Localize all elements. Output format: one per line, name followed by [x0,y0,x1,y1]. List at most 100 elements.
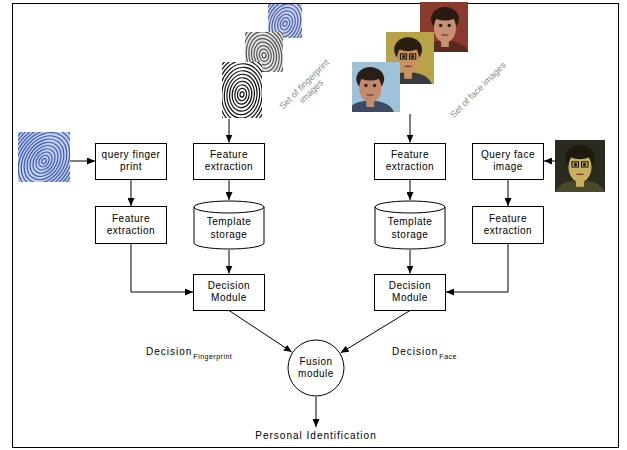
node-text: Feature extraction [477,213,539,238]
fingerprint-ridge [222,62,262,118]
connector-arrow [229,180,230,201]
fingerprint-ridge [237,88,247,101]
mouth [405,66,412,67]
process-box: query finger print [95,143,167,180]
process-box: Feature extraction [374,143,446,180]
fingerprint-ridge [18,132,70,182]
fingerprint-ridge [225,73,258,116]
node-text: Feature extraction [379,149,441,174]
fingerprint-ridge [222,62,262,118]
cylinder-body [375,201,445,249]
hairline [397,42,419,51]
hairline [569,150,592,159]
fingerprint-ridge [20,136,68,182]
fingerprint-ridge [18,132,70,182]
node-text: Feature extraction [198,149,260,174]
process-box: Feature extraction [472,206,544,244]
fingerprint-ridge [279,16,292,31]
fingerprint-ridge [222,62,262,118]
process-box: Feature extraction [95,206,167,244]
fingerprint-ridge [258,48,269,62]
glasses [400,54,406,59]
node-text: query finger print [100,149,162,174]
node-text: Template storage [197,216,261,241]
fingerprint-ridge [231,80,253,108]
cylinder-body [194,201,264,249]
fingerprint-image [193,32,290,157]
fingerprint-ridge [33,149,56,173]
node-text: Feature extraction [100,213,162,238]
fingerprint-ridge [240,92,244,98]
fingerprint-ridge [222,66,262,118]
fingerprint-ridge [262,52,267,58]
cylinder-rim [194,207,264,213]
fingerprint-ridge [18,132,70,182]
fingerprint-ridge [18,132,70,182]
eye [402,55,405,58]
decision-label: Decision [146,346,192,358]
eye [373,84,376,87]
node-text: Decision Module [198,280,260,305]
fingerprint-ridge [18,132,70,182]
node-text: Fusion module [293,356,339,381]
fingerprint-ridge [18,132,70,182]
flow-arrow [229,119,230,143]
fingerprint-ridge [18,132,70,182]
node-text: Decision Module [379,280,441,305]
glasses [410,54,416,59]
flow-arrow [544,161,555,162]
output-label: Personal Identification [255,430,376,442]
fingerprint-ridge [222,62,262,118]
connector-arrow [508,180,509,207]
fingerprint-ridge [18,132,70,182]
connector-arrow [229,250,230,274]
mouth [577,174,584,175]
eye [439,24,442,27]
storage-cylinder: Template storage [193,200,265,250]
decision-subscript: Face [439,353,457,361]
fingerprint-ridge [28,145,59,178]
node-text: Query face image [477,149,539,174]
fingerprint-ridge [228,77,256,113]
fingerprint-ridge [282,20,288,26]
hairline [434,12,456,21]
fingerprint-ridge [222,62,262,118]
face-photo [346,62,400,129]
decision-box: Decision Module [374,274,446,311]
connector-arrow [410,180,411,201]
fingerprint-ridge [18,132,70,182]
fingerprint-ridge [222,62,262,118]
connector-arrow [131,244,193,292]
storage-cylinder: Template storage [374,200,446,250]
figure-frame [13,4,619,448]
flow-arrow [70,161,95,162]
fusion-circle: Fusion module [287,339,345,397]
eye [583,163,586,166]
fingerprint-ridge [234,84,250,105]
cylinder-rim [375,207,445,213]
connector-arrow [410,250,411,274]
face-photo [555,140,605,209]
eye [364,84,367,87]
fingerprint-ridge [41,158,47,165]
mouth [367,94,374,95]
photo-ground [555,140,605,192]
flow-arrow [410,114,411,143]
fingerprint-ridge [18,132,70,182]
glasses [572,162,579,167]
eye [448,24,451,27]
mouth [442,34,449,35]
illustration-caption: Set of face images [439,51,517,129]
glasses [582,162,589,167]
node-text: Template storage [378,216,442,241]
process-box: Query face image [472,143,544,180]
hairline [359,72,381,81]
eye [574,163,577,166]
eye [411,55,414,58]
process-box: Feature extraction [193,143,265,180]
fingerprint-ridge [18,132,70,182]
fingerprint-ridge [222,62,262,118]
connector-arrow [229,311,292,353]
decision-label: Decision [392,346,438,358]
